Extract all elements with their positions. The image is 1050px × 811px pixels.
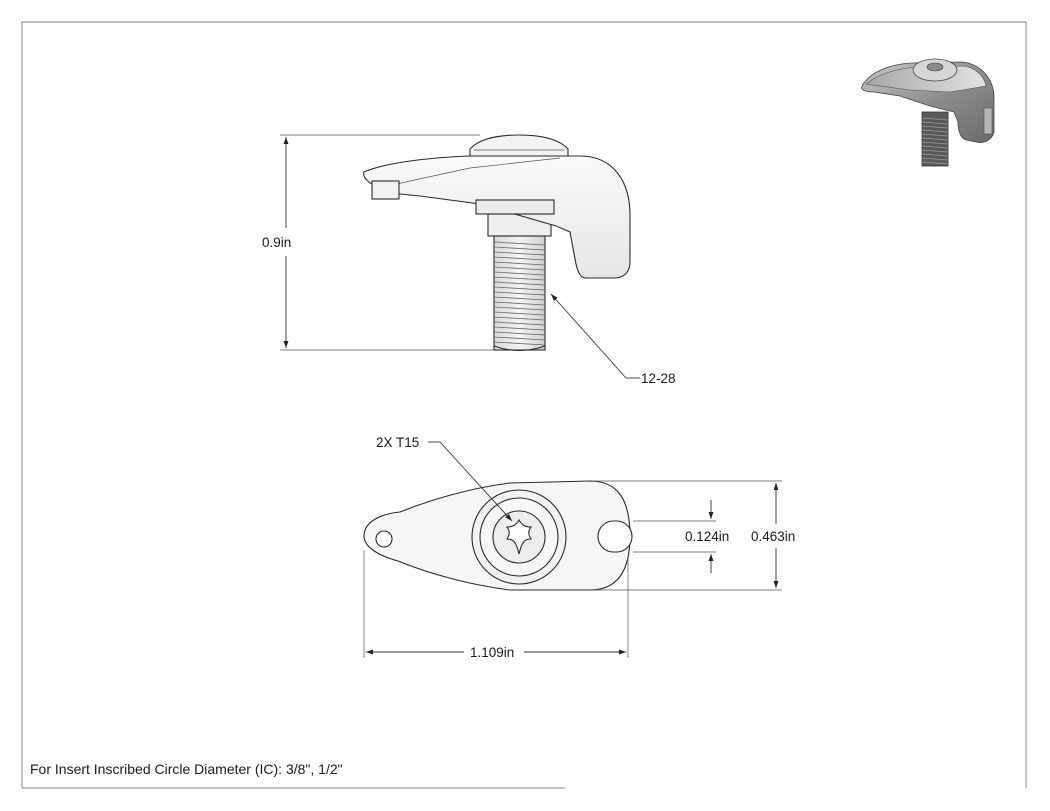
thread-line: [493, 246, 546, 251]
thread-label: 12-28: [641, 371, 676, 386]
thread-line: [493, 301, 546, 306]
thread-line: [493, 256, 546, 261]
dimension-height: 0.9in: [262, 134, 494, 351]
iso-thread-line: [921, 141, 949, 145]
thread-line: [493, 326, 546, 331]
screw-callout-label: 2X T15: [376, 435, 419, 450]
thread-line: [493, 291, 546, 296]
thread-line: [493, 331, 546, 336]
screw-callout: 2X T15: [376, 435, 513, 522]
iso-thread-line: [921, 145, 949, 149]
screw-head: [469, 134, 569, 157]
thread-line: [493, 276, 546, 281]
iso-thread-line: [921, 137, 949, 141]
length-label: 1.109in: [470, 645, 514, 660]
height-label: 0.9in: [262, 235, 291, 250]
thread-line: [493, 266, 546, 271]
thread-line: [493, 261, 546, 266]
iso-thread-line: [921, 125, 949, 129]
thread-line: [493, 271, 546, 276]
thread-line: [493, 286, 546, 291]
torx-socket-icon: [505, 518, 533, 555]
iso-torx-icon: [926, 62, 944, 72]
thread-line: [493, 341, 546, 346]
locating-pin: [371, 180, 400, 200]
thread-line: [493, 241, 546, 246]
thread-callout: 12-28: [550, 293, 676, 386]
screw-shank: [493, 235, 546, 352]
iso-thread-line: [921, 129, 949, 133]
iso-thread-line: [921, 153, 949, 157]
iso-side-tab: [983, 107, 993, 135]
thread-line: [493, 251, 546, 256]
width-label: 0.463in: [751, 529, 795, 544]
dimension-length: 1.109in: [363, 550, 629, 660]
thread-line: [493, 316, 546, 321]
iso-thread-line: [921, 133, 949, 137]
clamp-boss: [475, 199, 555, 215]
slot: [597, 520, 633, 553]
iso-thread-line: [921, 117, 949, 121]
iso-thread-line: [921, 161, 949, 165]
thread-line: [493, 311, 546, 316]
iso-thread-lines: [921, 117, 949, 165]
slot-width-label: 0.124in: [685, 529, 729, 544]
thread-lines: [493, 241, 546, 346]
isometric-view: [861, 58, 995, 167]
iso-thread-line: [921, 157, 949, 161]
thread-line: [493, 336, 546, 341]
pin-hole: [375, 530, 393, 548]
side-view: [363, 134, 631, 352]
thread-line: [493, 296, 546, 301]
thread-line: [493, 321, 546, 326]
footer-note: For Insert Inscribed Circle Diameter (IC…: [30, 761, 343, 777]
thread-line: [493, 281, 546, 286]
dimension-width: 0.463in: [595, 480, 795, 591]
sheet-border: [21, 21, 1027, 789]
thread-line: [493, 306, 546, 311]
iso-thread-line: [921, 121, 949, 125]
iso-thread-line: [921, 149, 949, 153]
dimension-slot: 0.124in: [633, 500, 729, 573]
top-view: [363, 480, 633, 591]
